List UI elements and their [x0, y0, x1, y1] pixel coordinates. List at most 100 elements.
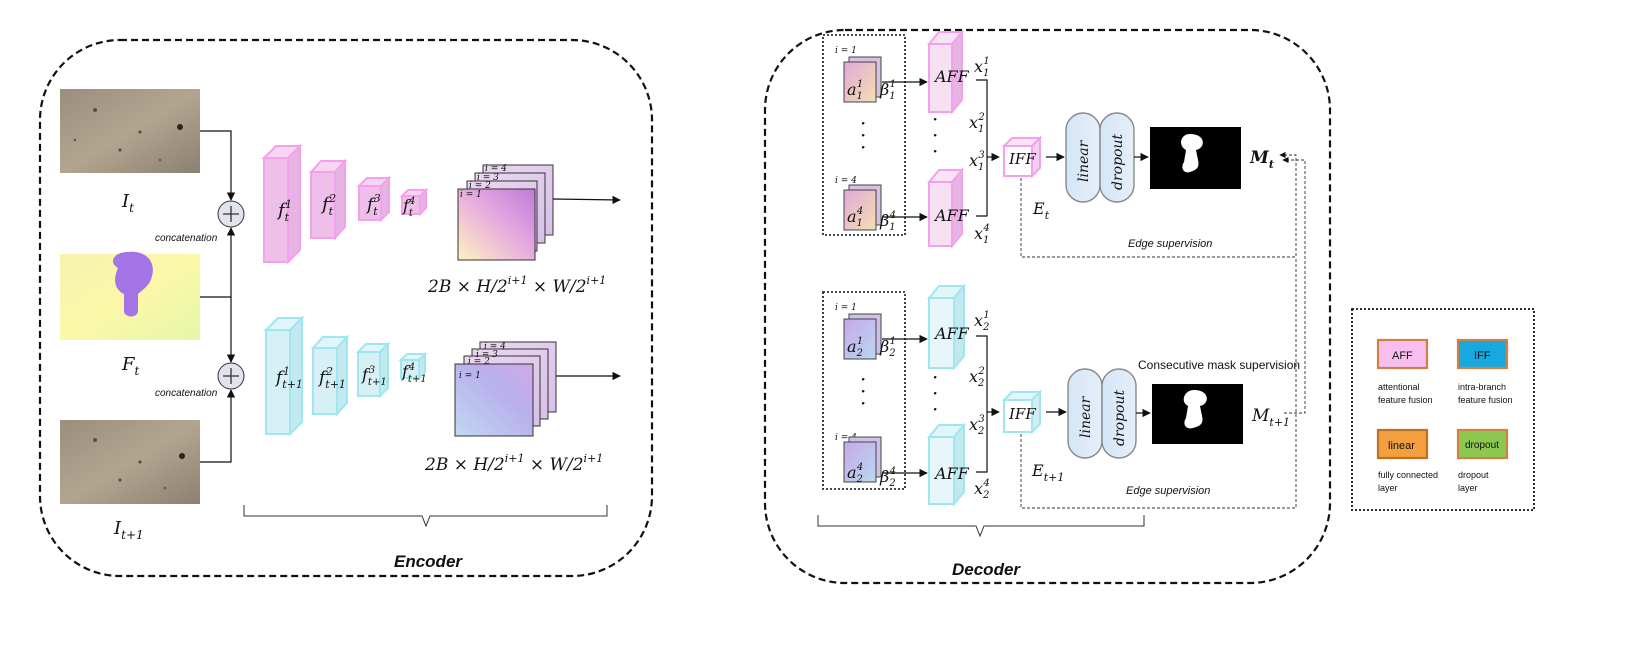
top-edge-supervision-line — [1020, 151, 1297, 258]
feature-label-ft1-4: ft+14 — [401, 362, 427, 385]
label-a14: a14 — [847, 206, 863, 229]
stack-label-i4-top: i = 4 — [485, 164, 507, 174]
label-beta14: β14 — [879, 210, 896, 233]
label-a21: a21 — [847, 336, 863, 359]
svg-text:layer: layer — [1378, 483, 1398, 493]
bot-iff-block — [1001, 389, 1043, 435]
top-iff-label: IFF — [1008, 150, 1036, 168]
bottom-branch-box — [822, 291, 906, 490]
concat-label-top: concatenation — [155, 233, 218, 244]
stack-label-i1-top: i = 1 — [460, 190, 482, 200]
bot-vdots-left-2: · — [860, 379, 866, 403]
svg-text:AFF: AFF — [1392, 350, 1413, 362]
stack-label-i2-top: i = 2 — [469, 181, 491, 191]
decoder-title: Decoder — [952, 560, 1021, 579]
shape-label-bottom: 2B × H/2i+1 × W/2i+1 — [424, 452, 603, 475]
top-vdots-left-2: · — [860, 123, 866, 147]
decoder-brace — [817, 515, 1145, 538]
input-image-top — [60, 89, 200, 173]
top-x3: x13 — [969, 150, 985, 173]
bot-attention-map-4 — [843, 436, 882, 483]
feature-label-ft4: ft4 — [402, 196, 415, 219]
stack-label-i4-bot: i = 4 — [484, 342, 506, 352]
input-image-bottom — [60, 420, 200, 504]
label-beta24: β24 — [879, 466, 896, 489]
legend-item-aff: AFF attentional feature fusion — [1376, 338, 1433, 405]
legend-item-iff: IFF intra-branch feature fusion — [1456, 338, 1513, 405]
legend-item-linear: linear fully connected layer — [1376, 428, 1438, 493]
stack-label-i3-bot: i = 3 — [476, 350, 498, 360]
top-aff-label-1: AFF — [933, 67, 970, 86]
top-linear-label: linear — [1076, 139, 1092, 182]
label-F-t: Ft — [121, 354, 140, 378]
bot-bracket — [976, 335, 988, 473]
feature-label-ft1-1: ft+11 — [274, 365, 303, 391]
top-iff-block — [1001, 135, 1043, 179]
stack-label-i3-top: i = 3 — [477, 173, 499, 183]
top-attention-map-4 — [843, 184, 882, 231]
top-vdots-left-3: · — [860, 135, 866, 159]
feature-blocks-bottom — [263, 315, 428, 437]
top-x2: x12 — [969, 112, 985, 135]
top-x4: x14 — [974, 223, 990, 246]
top-vdots-mid-3: · — [932, 139, 938, 163]
top-dropout-label: dropout — [1110, 134, 1126, 190]
bot-linear-label: linear — [1078, 395, 1094, 438]
svg-text:IFF: IFF — [1474, 350, 1491, 362]
bot-edge-supervision-line — [1020, 257, 1297, 509]
svg-text:intra-branch: intra-branch — [1458, 382, 1506, 392]
label-a11: a11 — [847, 79, 863, 102]
feature-label-ft1-3: ft+13 — [361, 365, 387, 388]
top-edge-supervision-label: Edge supervision — [1128, 238, 1212, 250]
bot-vdots-left: · — [860, 367, 866, 391]
encoder-input-connectors — [200, 130, 236, 463]
svg-text:dropout: dropout — [1465, 440, 1499, 451]
concat-node-top — [217, 200, 245, 228]
label-beta11: β11 — [879, 79, 896, 102]
svg-text:dropout: dropout — [1458, 470, 1489, 480]
feature-blocks-top — [261, 143, 429, 265]
svg-text:feature fusion: feature fusion — [1458, 395, 1513, 405]
bot-e-label: Et+1 — [1031, 461, 1064, 484]
bot-x1: x21 — [974, 310, 990, 333]
top-aff-block-1 — [926, 29, 965, 115]
top-i1-label: i = 1 — [835, 46, 857, 56]
top-aff-label-4: AFF — [933, 206, 970, 225]
stack-label-i2-bot: i = 2 — [468, 357, 490, 367]
top-e-label: Et — [1032, 199, 1050, 222]
decoder-frame — [763, 28, 1332, 585]
concat-node-bottom — [217, 362, 245, 390]
feature-stack-bottom — [454, 341, 557, 437]
top-vdots-mid-2: · — [932, 123, 938, 147]
encoder-output-arrow-top — [552, 195, 621, 205]
bot-vdots-mid-3: · — [932, 397, 938, 421]
svg-text:linear: linear — [1388, 440, 1415, 452]
top-vdots-mid: · — [932, 107, 938, 131]
svg-text:feature fusion: feature fusion — [1378, 395, 1433, 405]
svg-text:fully connected: fully connected — [1378, 470, 1438, 480]
encoder-title: Encoder — [394, 552, 463, 571]
bot-m-label: Mt+1 — [1251, 406, 1290, 429]
consecutive-mask-line — [1282, 156, 1306, 414]
label-beta21: β21 — [879, 336, 896, 359]
top-mask-image — [1150, 127, 1241, 189]
svg-text:attentional: attentional — [1378, 382, 1420, 392]
bot-aff-label-4: AFF — [933, 464, 970, 483]
feature-label-ft2: ft2 — [320, 192, 336, 218]
bot-vdots-mid-2: · — [932, 381, 938, 405]
bot-edge-supervision-label: Edge supervision — [1126, 485, 1210, 497]
top-m-label: Mt — [1249, 148, 1274, 171]
bot-dropout-label: dropout — [1112, 390, 1128, 446]
feature-label-ft1: ft1 — [276, 198, 292, 224]
top-attention-map-1 — [843, 56, 882, 103]
top-branch-box — [822, 34, 906, 236]
legend-item-dropout: dropout dropout layer — [1456, 428, 1509, 493]
bot-vdots-left-3: · — [860, 391, 866, 415]
bot-iff-label: IFF — [1008, 405, 1036, 423]
shape-label-top: 2B × H/2i+1 × W/2i+1 — [427, 274, 606, 297]
bot-attention-map-1 — [843, 313, 882, 360]
svg-text:layer: layer — [1458, 483, 1478, 493]
bot-aff-block-1 — [926, 283, 967, 371]
input-image-flow — [60, 251, 200, 340]
top-bracket — [976, 79, 988, 217]
